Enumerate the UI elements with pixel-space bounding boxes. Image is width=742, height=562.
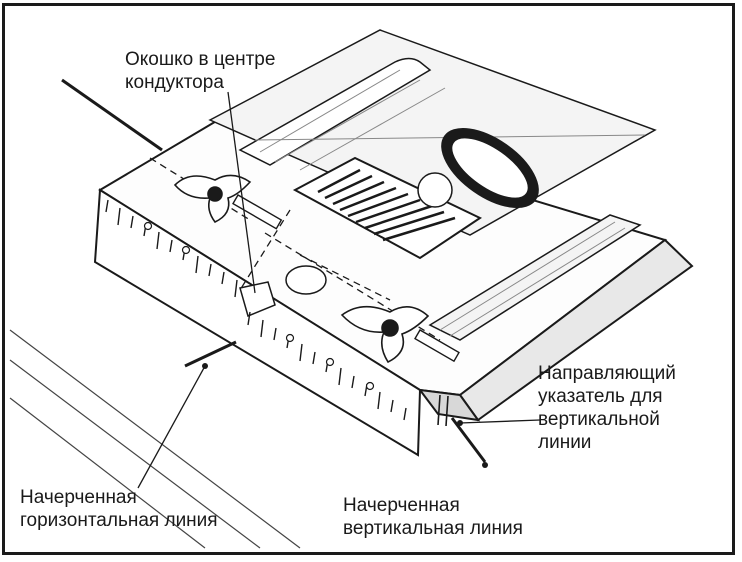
label-line: вертикальная линия [343,518,523,539]
center-window [239,281,276,318]
label-horizontal-line: Начерченная горизонтальная линия [20,486,218,532]
label-vertical-line: Начерченная вертикальная линия [343,494,523,540]
adjustment-slots [232,194,460,363]
vertical-guide-pointer [437,394,449,427]
label-guide-pointer: Направляющий указатель для вертикальной … [538,362,676,454]
lower-rail [428,214,642,341]
center-hole [285,265,327,295]
kreg-logo [441,127,539,209]
label-line: вертикальной [538,409,660,430]
workpiece-board [9,329,301,549]
label-line: указатель для [538,386,663,407]
drawn-lines [61,78,487,463]
label-line: Окошко в центре [125,49,276,70]
upper-rail [208,29,657,236]
label-line: Направляющий [538,363,676,384]
instruction-plate [292,156,483,260]
label-line: линии [538,432,592,453]
wing-knob-right [340,305,430,364]
label-line: кондуктора [125,72,224,93]
label-center-window: Окошко в центре кондуктора [125,48,275,94]
wing-knob-left [173,174,252,224]
leader-dots [202,363,488,468]
label-line: горизонтальная линия [20,510,218,531]
top-hole [417,172,453,208]
label-line: Начерченная [343,495,460,516]
leader-lines [137,91,541,489]
ruler-screws [143,221,375,391]
label-line: Начерченная [20,487,137,508]
